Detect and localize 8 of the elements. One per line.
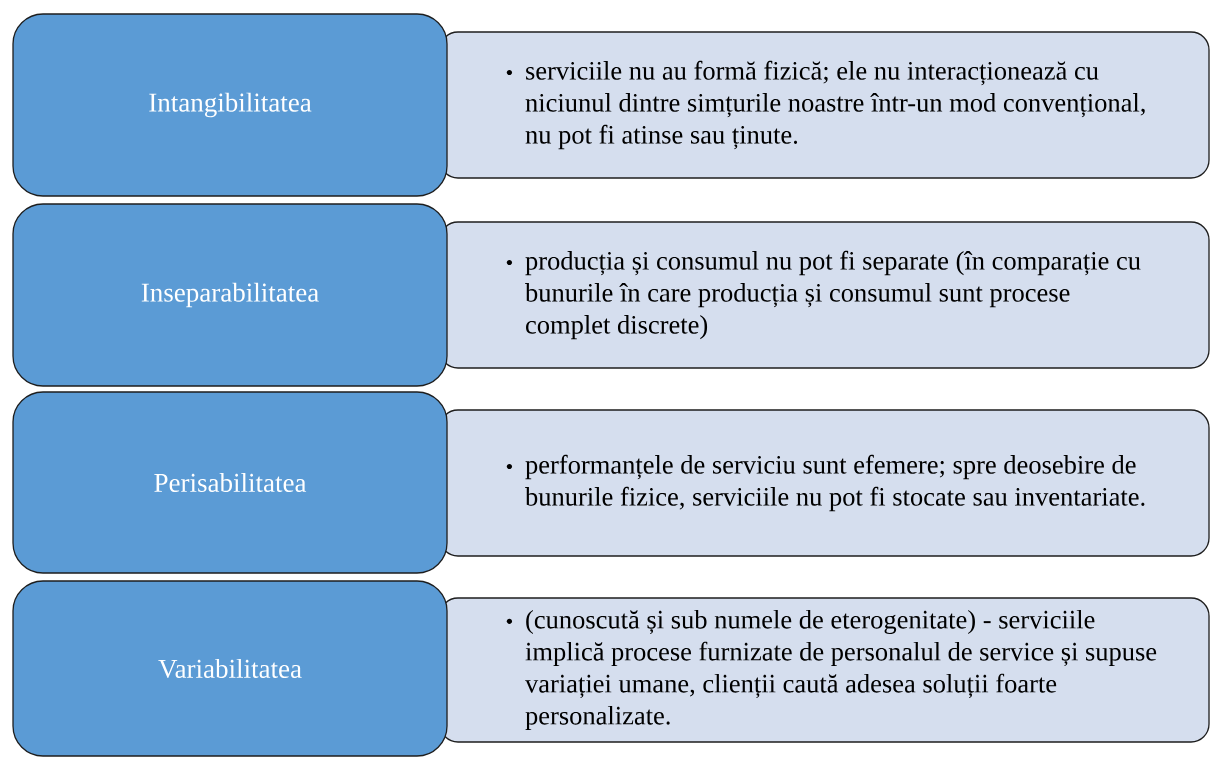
description-box: serviciile nu au formă fizică; ele nu interacționează cu niciunul dintre simțurile noastre într-un mod convențional, nu pot fi atinse sau ținute. <box>439 31 1210 179</box>
description-box: (cunoscută și sub numele de eterogenitate) - serviciile implică procese furnizate de personalul de service și supuse variației umane, clienții caută adesea soluții foarte personalizate. <box>439 597 1210 743</box>
category-box: Variabilitatea <box>12 580 448 757</box>
description-box: performanțele de serviciu sunt efemere; spre deosebire de bunurile fizice, serviciile nu pot fi stocate sau inventariate. <box>439 409 1210 557</box>
description-box: producția și consumul nu pot fi separate (în comparație cu bunurile în care producția și consumul sunt procese complet discrete) <box>439 221 1210 369</box>
category-box: Inseparabilitatea <box>12 203 448 387</box>
category-box: Perisabilitatea <box>12 391 448 574</box>
category-box: Intangibilitatea <box>12 13 448 197</box>
